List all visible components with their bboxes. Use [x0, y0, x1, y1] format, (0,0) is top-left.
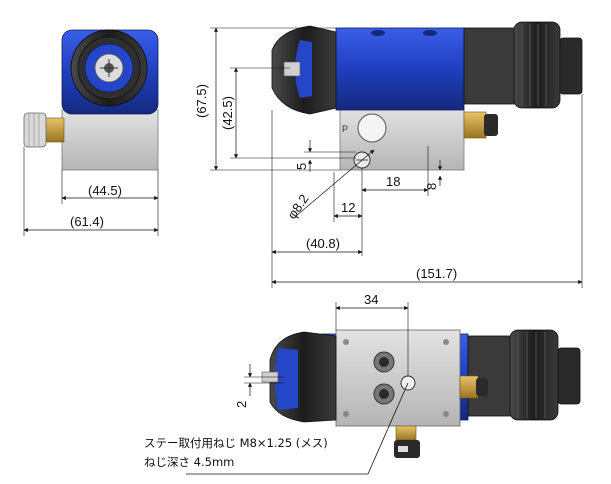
dim-offset-18-label: 18 — [386, 174, 400, 189]
dim-total-length: (151.7) — [271, 94, 583, 288]
dim-side-height-inner: (42.5) — [220, 67, 356, 159]
top-rear-knob — [509, 329, 559, 421]
note-line-1: ステー取付用ねじ M8×1.25 (メス) — [144, 436, 328, 450]
side-end-knob — [559, 37, 583, 95]
top-end-knob — [557, 347, 581, 405]
dim-side-height: (67.5) — [194, 27, 340, 171]
dim-offset-12-label: 12 — [341, 200, 355, 215]
dim-front-width-label: (44.5) — [88, 183, 122, 198]
note-leader-line — [367, 382, 409, 475]
dim-front-total-width: (61.4) — [23, 147, 159, 236]
dim-side-height-label: (67.5) — [194, 84, 209, 118]
svg-text:P: P — [342, 124, 348, 134]
side-rear-cap — [463, 27, 521, 105]
top-gray-block — [335, 329, 461, 427]
side-blue-body — [335, 27, 465, 111]
top-view: 34 2 — [186, 292, 581, 475]
front-view: (44.5) (61.4) — [23, 29, 159, 236]
front-gray-block — [61, 109, 159, 171]
dim-offset-18-8: 18 8 — [361, 146, 443, 196]
dim-offset-12: 12 — [333, 172, 363, 222]
top-fitting-right — [459, 375, 479, 399]
dim-offset-40-8-label: (40.8) — [306, 236, 340, 251]
dim-front-width: (44.5) — [61, 170, 159, 204]
dim-top-width-34: 34 — [335, 292, 409, 376]
side-rear-knob — [513, 21, 561, 109]
top-fitting-bottom — [395, 425, 417, 441]
dim-side-height-inner-label: (42.5) — [220, 96, 235, 130]
dim-top-width-34-label: 34 — [364, 292, 378, 307]
note-line-2: ねじ深さ 4.5mm — [144, 455, 234, 469]
dim-offset-2: 2 — [234, 364, 284, 408]
dim-offset-5: 5 — [294, 140, 356, 172]
front-left-fitting — [43, 117, 65, 143]
dim-offset-2-label: 2 — [234, 401, 249, 408]
side-port-hole — [357, 113, 387, 143]
dim-offset-40-8: (40.8) — [271, 110, 363, 288]
side-view: P (67.5) (42.5) 5 18 — [194, 21, 583, 288]
side-fitting — [463, 111, 487, 139]
dim-offset-8-label: 8 — [424, 183, 439, 190]
dim-total-length-label: (151.7) — [416, 266, 457, 281]
dim-offset-5-label: 5 — [294, 163, 309, 170]
front-left-knob — [23, 112, 47, 148]
dim-front-total-width-label: (61.4) — [70, 214, 104, 229]
